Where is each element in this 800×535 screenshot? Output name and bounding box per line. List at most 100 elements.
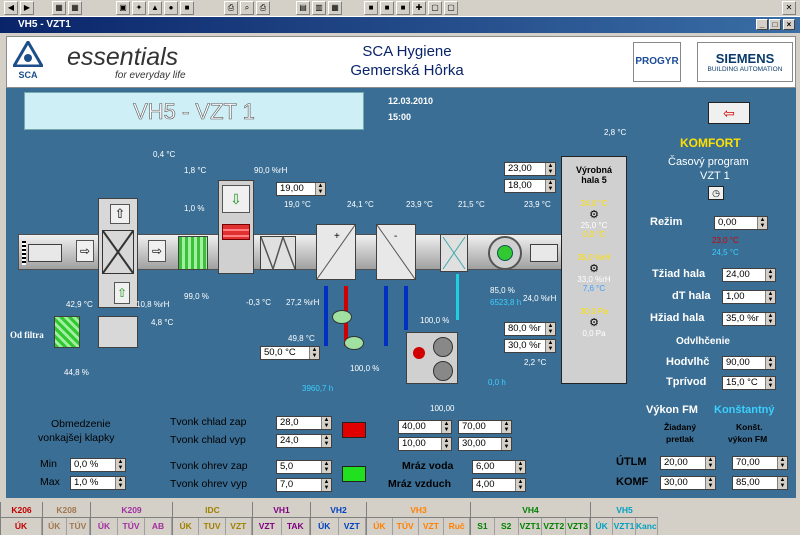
cooling-off-input[interactable]: 24,0▲▼ [276, 434, 332, 448]
toolbar-view-icon[interactable]: ▥ [312, 1, 326, 15]
toolbar-layout-icon[interactable]: ▦ [52, 1, 66, 15]
cooling-on-input[interactable]: 28,0▲▼ [276, 416, 332, 430]
damper-reading: 99,0 % [184, 292, 209, 301]
toolbar-view-icon[interactable]: ▤ [296, 1, 310, 15]
app-close-icon[interactable]: ✕ [782, 1, 796, 15]
footer-link[interactable]: VZT2 [542, 518, 567, 535]
frost-air-input[interactable]: 4,00▲▼ [472, 478, 526, 492]
footer-link[interactable]: TÚV [118, 518, 145, 535]
hall-humidity-input[interactable]: 35,0 %r▲▼ [722, 312, 776, 326]
setpoint-input[interactable]: 30,0 %r▲▼ [504, 339, 556, 353]
footer-link[interactable]: Kanc [636, 518, 658, 535]
hall-dt-input[interactable]: 1,00▲▼ [722, 290, 776, 304]
footer-link[interactable]: Ruč [444, 518, 470, 535]
footer-link[interactable]: ÚK [43, 518, 67, 535]
footer-link[interactable]: ÚK [311, 518, 339, 535]
close-icon[interactable]: × [783, 19, 795, 30]
temp-reading: 4,8 °C [151, 318, 174, 327]
footer-group-title: K208 [43, 502, 90, 518]
footer-link[interactable]: TÚV [393, 518, 419, 535]
toolbar-window-icon[interactable]: ✚ [412, 1, 426, 15]
toolbar-window-icon[interactable]: ■ [380, 1, 394, 15]
hall-value: 24,0 °C [580, 199, 608, 208]
toolbar-window-icon[interactable]: ■ [396, 1, 410, 15]
restriction-title: Obmedzenie [51, 418, 111, 430]
sca-logo: SCA [11, 39, 45, 83]
toolbar-tool-icon[interactable]: ✦ [132, 1, 146, 15]
toolbar: ◀ ▶ ▦ ▦ ▣ ✦ ▲ ● ■ ⎙ ⌕ ⎙ ▤ ▥ ▦ ■ ■ ■ ✚ ▢ … [0, 0, 800, 17]
hall-value: 0,0 °C [582, 230, 606, 239]
footer-link[interactable]: VZT [226, 518, 252, 535]
valve-icon[interactable] [344, 336, 364, 350]
footer-link[interactable]: VZT [339, 518, 366, 535]
footer-link[interactable]: ÚK [591, 518, 614, 535]
mode-label: KOMFORT [680, 136, 741, 150]
comfort-pressure-input[interactable]: 30,00▲▼ [660, 476, 716, 490]
footer-link[interactable]: ÚK [367, 518, 393, 535]
setback-power-input[interactable]: 70,00▲▼ [732, 456, 788, 470]
frost-water-input[interactable]: 6,00▲▼ [472, 460, 526, 474]
footer-link[interactable]: TAK [282, 518, 310, 535]
mode-input[interactable]: 0,00▲▼ [714, 216, 768, 230]
cooling-status-indicator [342, 422, 366, 438]
footer-link[interactable]: ÚK [173, 518, 200, 535]
schedule-label: Časový program [668, 156, 749, 168]
footer-link[interactable]: TÚV [67, 518, 90, 535]
footer-link[interactable]: S2 [495, 518, 519, 535]
toolbar-tool-icon[interactable]: ▣ [116, 1, 130, 15]
setpoint-input[interactable]: 19,00▲▼ [276, 182, 326, 196]
comfort-power-input[interactable]: 85,00▲▼ [732, 476, 788, 490]
setpoint-input[interactable]: 18,00▲▼ [504, 179, 556, 193]
panel-title: VH5 - VZT 1 [24, 92, 364, 130]
footer-link[interactable]: TUV [199, 518, 226, 535]
fan-reading: 85,0 % [490, 286, 515, 295]
setpoint-input[interactable]: 30,00▲▼ [458, 437, 512, 451]
hall-value: 35,0 %rH [577, 253, 611, 262]
toolbar-nav-icon[interactable]: ◀ [4, 1, 18, 15]
toolbar-tool-icon[interactable]: ■ [180, 1, 194, 15]
footer-link[interactable]: ÚK [1, 518, 42, 535]
toolbar-tool-icon[interactable]: ▲ [148, 1, 162, 15]
footer-link[interactable]: S1 [471, 518, 495, 535]
arrow-down-icon: ⇩ [222, 185, 250, 213]
toolbar-nav-icon[interactable]: ▶ [20, 1, 34, 15]
min-input[interactable]: 0,0 %▲▼ [70, 458, 126, 472]
dehumidify-input[interactable]: 90,00▲▼ [722, 356, 776, 370]
chiller-unit[interactable] [406, 332, 458, 384]
toolbar-view-icon[interactable]: ▦ [328, 1, 342, 15]
back-arrow-icon[interactable]: ⇦ [708, 102, 750, 124]
max-input[interactable]: 1,0 %▲▼ [70, 476, 126, 490]
setback-pressure-input[interactable]: 20,00▲▼ [660, 456, 716, 470]
print-icon[interactable]: ⎙ [256, 1, 270, 15]
maximize-icon[interactable]: □ [769, 19, 781, 30]
footer-link[interactable]: ÚK [91, 518, 118, 535]
setpoint-input[interactable]: 80,0 %r▲▼ [504, 322, 556, 336]
supply-temp-input[interactable]: 15,0 °C▲▼ [722, 376, 776, 390]
preview-icon[interactable]: ⌕ [240, 1, 254, 15]
footer-link[interactable]: VZT [419, 518, 445, 535]
footer-link[interactable]: AB [145, 518, 172, 535]
panel-time: 15:00 [388, 112, 412, 122]
toolbar-layout-icon[interactable]: ▦ [68, 1, 82, 15]
setpoint-input[interactable]: 23,00▲▼ [504, 162, 556, 176]
print-icon[interactable]: ⎙ [224, 1, 238, 15]
setpoint-input[interactable]: 40,00▲▼ [398, 420, 452, 434]
footer-link[interactable]: VZT [253, 518, 282, 535]
footer-link[interactable]: VZT1 [613, 518, 636, 535]
hall-humidity-label: Hžiad hala [650, 312, 705, 324]
pump-icon[interactable] [332, 310, 352, 324]
heating-off-input[interactable]: 7,0▲▼ [276, 478, 332, 492]
clock-icon[interactable]: ◷ [708, 186, 724, 200]
toolbar-window-icon[interactable]: ▢ [428, 1, 442, 15]
setpoint-input[interactable]: 50,0 °C▲▼ [260, 346, 320, 360]
heating-on-input[interactable]: 5,0▲▼ [276, 460, 332, 474]
toolbar-window-icon[interactable]: ▢ [444, 1, 458, 15]
hall-setpoint-input[interactable]: 24,00▲▼ [722, 268, 776, 282]
footer-link[interactable]: VZT3 [566, 518, 590, 535]
toolbar-tool-icon[interactable]: ● [164, 1, 178, 15]
setpoint-input[interactable]: 70,00▲▼ [458, 420, 512, 434]
footer-link[interactable]: VZT1 [519, 518, 543, 535]
minimize-icon[interactable]: _ [756, 19, 768, 30]
toolbar-window-icon[interactable]: ■ [364, 1, 378, 15]
setpoint-input[interactable]: 10,00▲▼ [398, 437, 452, 451]
